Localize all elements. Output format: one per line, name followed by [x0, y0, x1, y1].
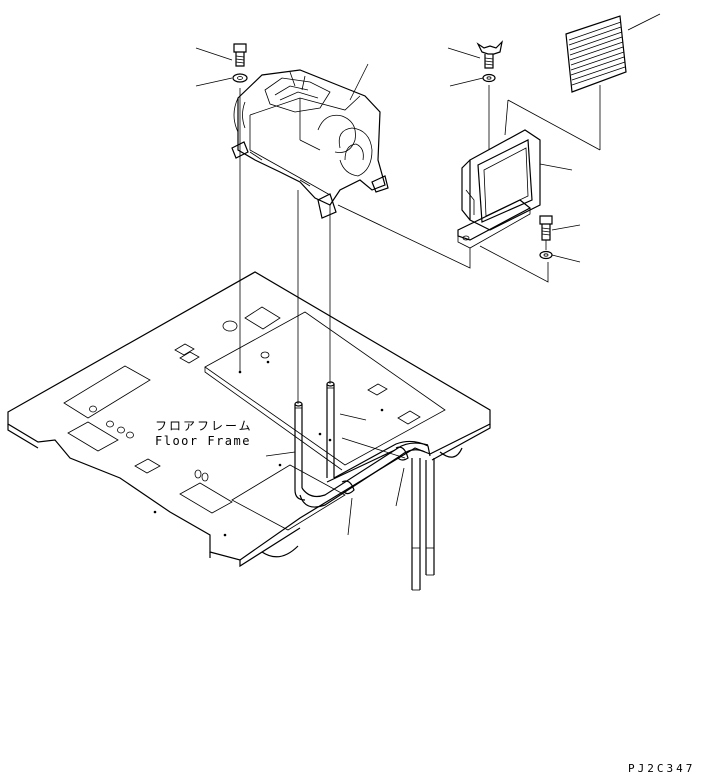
filter-case — [457, 129, 541, 249]
floor-frame-label-jp: フロアフレーム — [155, 419, 253, 433]
floor-frame-label-en: Floor Frame — [155, 434, 251, 448]
wing-bolt — [476, 40, 503, 69]
drawing-code: PJ2C347 — [628, 762, 695, 775]
washer-filter-bracket — [539, 250, 553, 260]
washer-heater — [232, 73, 248, 83]
leader-lines — [195, 13, 661, 536]
filter-element — [565, 15, 627, 93]
hose-assembly — [299, 440, 435, 591]
pipe-right — [326, 381, 335, 478]
bolt-heater — [233, 43, 247, 67]
heater-unit — [231, 69, 389, 219]
assembly-lines — [239, 85, 601, 459]
bolt-filter-bracket — [539, 215, 553, 241]
floor-frame — [7, 271, 491, 568]
pipe-left — [294, 401, 306, 501]
washer-filter — [482, 73, 496, 83]
